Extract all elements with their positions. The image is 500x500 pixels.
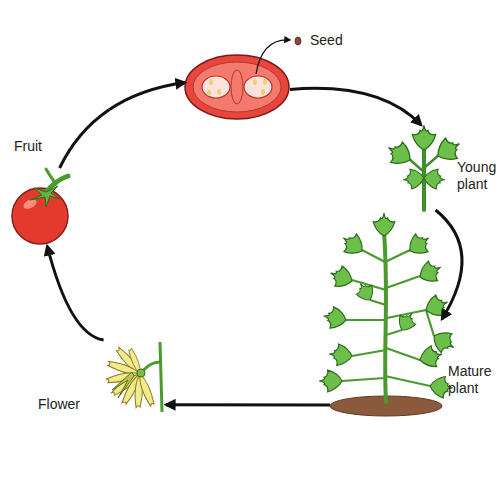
plant-leaf bbox=[337, 229, 368, 260]
stage-node: Young plant bbox=[395, 125, 453, 210]
seed-leader bbox=[256, 40, 290, 74]
stage-node: Seed bbox=[185, 52, 290, 120]
flower-sepal bbox=[137, 369, 145, 377]
stage-label: Mature plant bbox=[448, 363, 500, 397]
plant-leaf bbox=[353, 279, 378, 304]
stage-label: Seed bbox=[310, 32, 370, 49]
flower-stem bbox=[160, 342, 162, 412]
plant-leaf bbox=[322, 305, 348, 330]
stage-node: Mature plant bbox=[330, 215, 442, 415]
plant-leaf bbox=[394, 309, 419, 334]
plant-leaf bbox=[319, 370, 342, 392]
mature-plant bbox=[319, 213, 459, 416]
tomato-highlight bbox=[22, 197, 38, 210]
flower-pistil bbox=[112, 372, 134, 398]
tomato-flesh bbox=[193, 62, 281, 112]
stage-node: Flower bbox=[88, 340, 166, 412]
plant-leaf bbox=[423, 168, 446, 190]
tomato-seed bbox=[207, 90, 211, 96]
seed-symbol bbox=[295, 37, 301, 45]
plant-leaf bbox=[383, 138, 416, 171]
stage-label: Young plant bbox=[457, 159, 499, 193]
plant-leaf bbox=[422, 292, 451, 320]
plant-leaf bbox=[328, 343, 353, 367]
flower bbox=[106, 342, 162, 412]
plant-leaf bbox=[404, 229, 435, 260]
plant-leaf bbox=[417, 344, 445, 371]
plant-leaf bbox=[415, 258, 445, 287]
tomato-fruit bbox=[12, 169, 68, 244]
tomato-seed bbox=[209, 79, 213, 85]
plant-branch bbox=[342, 250, 434, 386]
tomato-seed bbox=[261, 89, 265, 95]
tomato-seed bbox=[253, 79, 257, 85]
plant-leaf bbox=[412, 125, 435, 150]
cycle-arrow bbox=[436, 210, 462, 319]
stage-label: Fruit bbox=[14, 138, 64, 155]
cycle-arrow bbox=[290, 88, 421, 125]
tomato-seed bbox=[217, 89, 221, 95]
plant-leaf bbox=[402, 168, 425, 190]
stage-node: Fruit bbox=[10, 168, 72, 246]
plant-leaf bbox=[373, 213, 395, 236]
tomato-seed bbox=[263, 79, 267, 85]
tomato-sepal bbox=[30, 186, 60, 207]
stage-label: Flower bbox=[20, 396, 80, 413]
young-plant bbox=[383, 125, 465, 210]
flower-petal bbox=[137, 373, 155, 407]
tomato-half bbox=[185, 55, 289, 119]
tomato-skin bbox=[185, 55, 289, 119]
tomato-stalk bbox=[46, 169, 56, 184]
plant-leaf bbox=[327, 263, 356, 291]
tomato-locule bbox=[202, 76, 230, 98]
cycle-arrow bbox=[47, 246, 103, 340]
tomato-core bbox=[231, 70, 243, 104]
cycle-arrow bbox=[166, 403, 330, 406]
cycle-arrow bbox=[60, 83, 185, 168]
tomato-locule bbox=[244, 76, 272, 98]
